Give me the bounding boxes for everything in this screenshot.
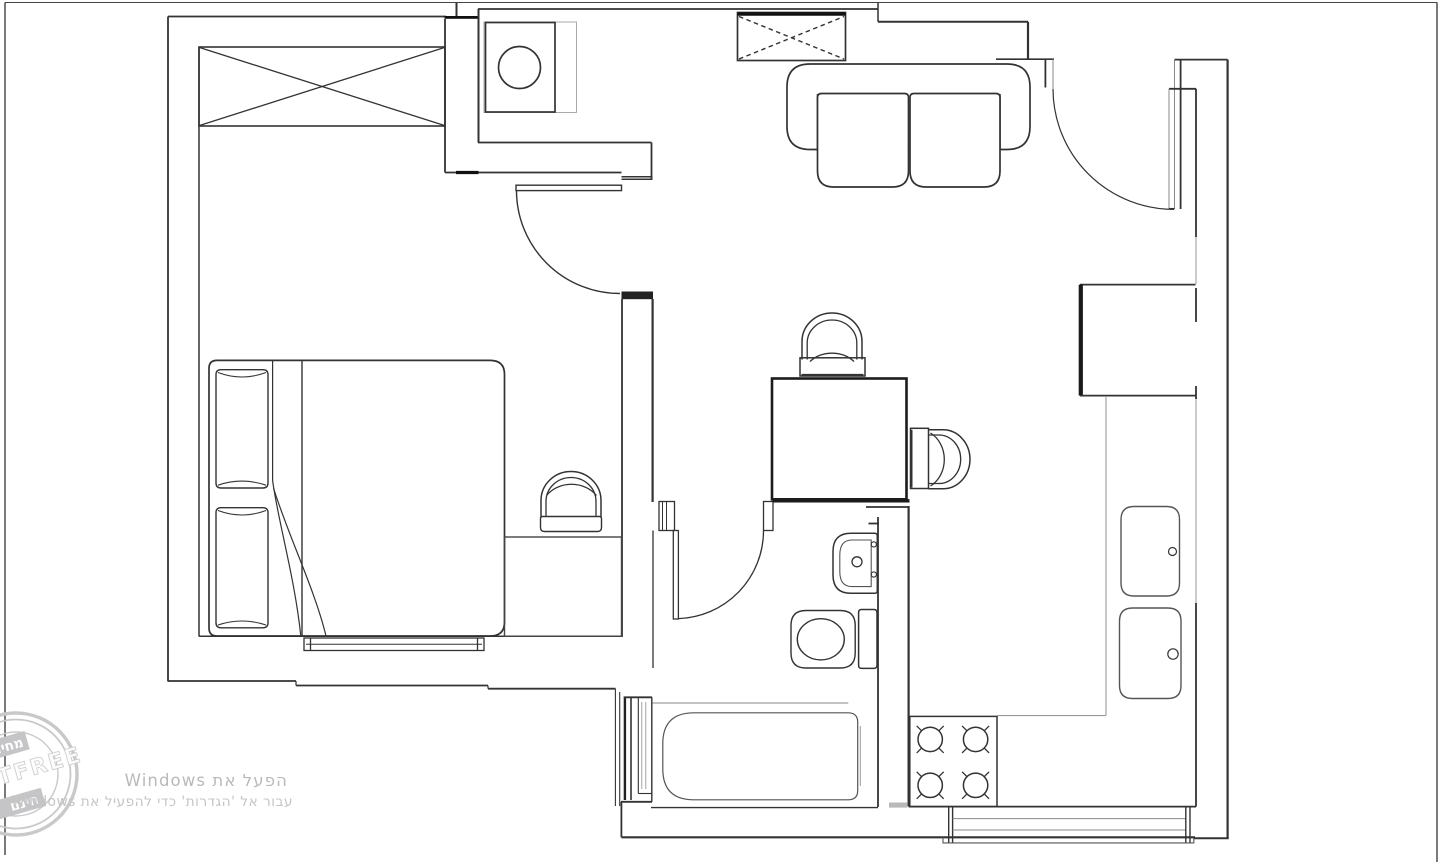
- kitchen-sink-1-hole: [1167, 546, 1178, 557]
- bed-body: [208, 359, 506, 637]
- chair-top-back-outer: [801, 312, 863, 360]
- washing-machine-drum: [497, 45, 542, 90]
- bath-sink-basin: [839, 539, 872, 588]
- dining-table: [770, 377, 908, 501]
- closet-diagonal-2: [199, 46, 445, 127]
- closet: [198, 46, 446, 127]
- toilet-bowl: [796, 618, 845, 661]
- burner-1: [917, 726, 944, 753]
- bed-pillow-2: [215, 507, 269, 629]
- bath-sink-bolt-2: [870, 571, 877, 578]
- chair-right-seat: [909, 427, 930, 490]
- stamp-band-1: [0, 730, 30, 776]
- chair-top-back-inner: [806, 319, 858, 360]
- sofa-cushion-2: [909, 92, 1001, 188]
- bedroom-door-leaf: [515, 184, 623, 192]
- bedroom-window-frame: [303, 637, 485, 652]
- entry-door-arc: [1052, 88, 1175, 210]
- bed-pillow-2-crease-bottom: [217, 620, 267, 626]
- burner-2: [962, 726, 989, 753]
- bath-sink-faucet: [851, 556, 863, 568]
- nightstand: [503, 536, 623, 638]
- kitchen-window-sill: [942, 837, 1195, 844]
- bathtub: [662, 712, 859, 801]
- stamp-band-text-2: חינם: [8, 792, 40, 815]
- washing-machine-body: [484, 21, 556, 113]
- kitchen-sink-2: [1118, 607, 1182, 700]
- activate-windows-title: הפעל את Windows: [124, 771, 288, 790]
- sofa-body: [786, 63, 1031, 151]
- stamp-band-2: [0, 787, 46, 833]
- stamp-ring-2: [0, 718, 72, 830]
- bedroom-door-arc: [515, 190, 621, 295]
- burner-3: [917, 772, 944, 799]
- kitchen-sink-2-hole: [1167, 648, 1179, 660]
- chair-right-back-inner: [928, 434, 962, 485]
- bed-blanket-fold-1: [272, 480, 302, 637]
- bed-blanket-fold-2: [272, 487, 327, 637]
- toilet-outline: [790, 609, 856, 669]
- sofa-cushion-1: [816, 92, 910, 188]
- bath-sink-outline: [832, 532, 879, 595]
- stamp-ring-1: [0, 711, 79, 837]
- bed-pillow-1-crease-top: [217, 371, 267, 378]
- wall-gray-patch: [889, 802, 908, 808]
- chair-right-back-outer: [928, 429, 971, 490]
- stove: [909, 715, 998, 808]
- activate-windows-subtitle: עבור אל 'הגדרות' כדי להפעיל את Windows.: [6, 794, 293, 810]
- bed-pillow-2-crease-top: [217, 509, 267, 516]
- kitchen-sink-1: [1120, 505, 1181, 597]
- toilet-cistern: [857, 608, 878, 670]
- bath-door-arc: [678, 530, 765, 620]
- wall-block-top: [444, 16, 479, 19]
- bath-door-jamb-right: [762, 500, 774, 532]
- burner-4: [962, 772, 989, 799]
- desk-chair-back-outer: [540, 470, 602, 517]
- desk-chair-back-line: [546, 483, 597, 496]
- desk-chair-seat: [539, 515, 603, 533]
- bed-pillow-1-crease-bottom: [217, 480, 267, 486]
- desk-chair-back-inner: [545, 476, 597, 517]
- chair-top-seat: [799, 357, 866, 377]
- chair-right-back-line: [930, 432, 945, 487]
- ac-unit-diagonal-2: [738, 15, 845, 60]
- stamp-ring-3: [0, 731, 59, 817]
- bath-sink-bolt-1: [870, 541, 877, 548]
- bed-pillow-1: [215, 369, 269, 489]
- bath-door-leaf: [672, 529, 680, 620]
- bedroom-door-sill: [621, 291, 653, 300]
